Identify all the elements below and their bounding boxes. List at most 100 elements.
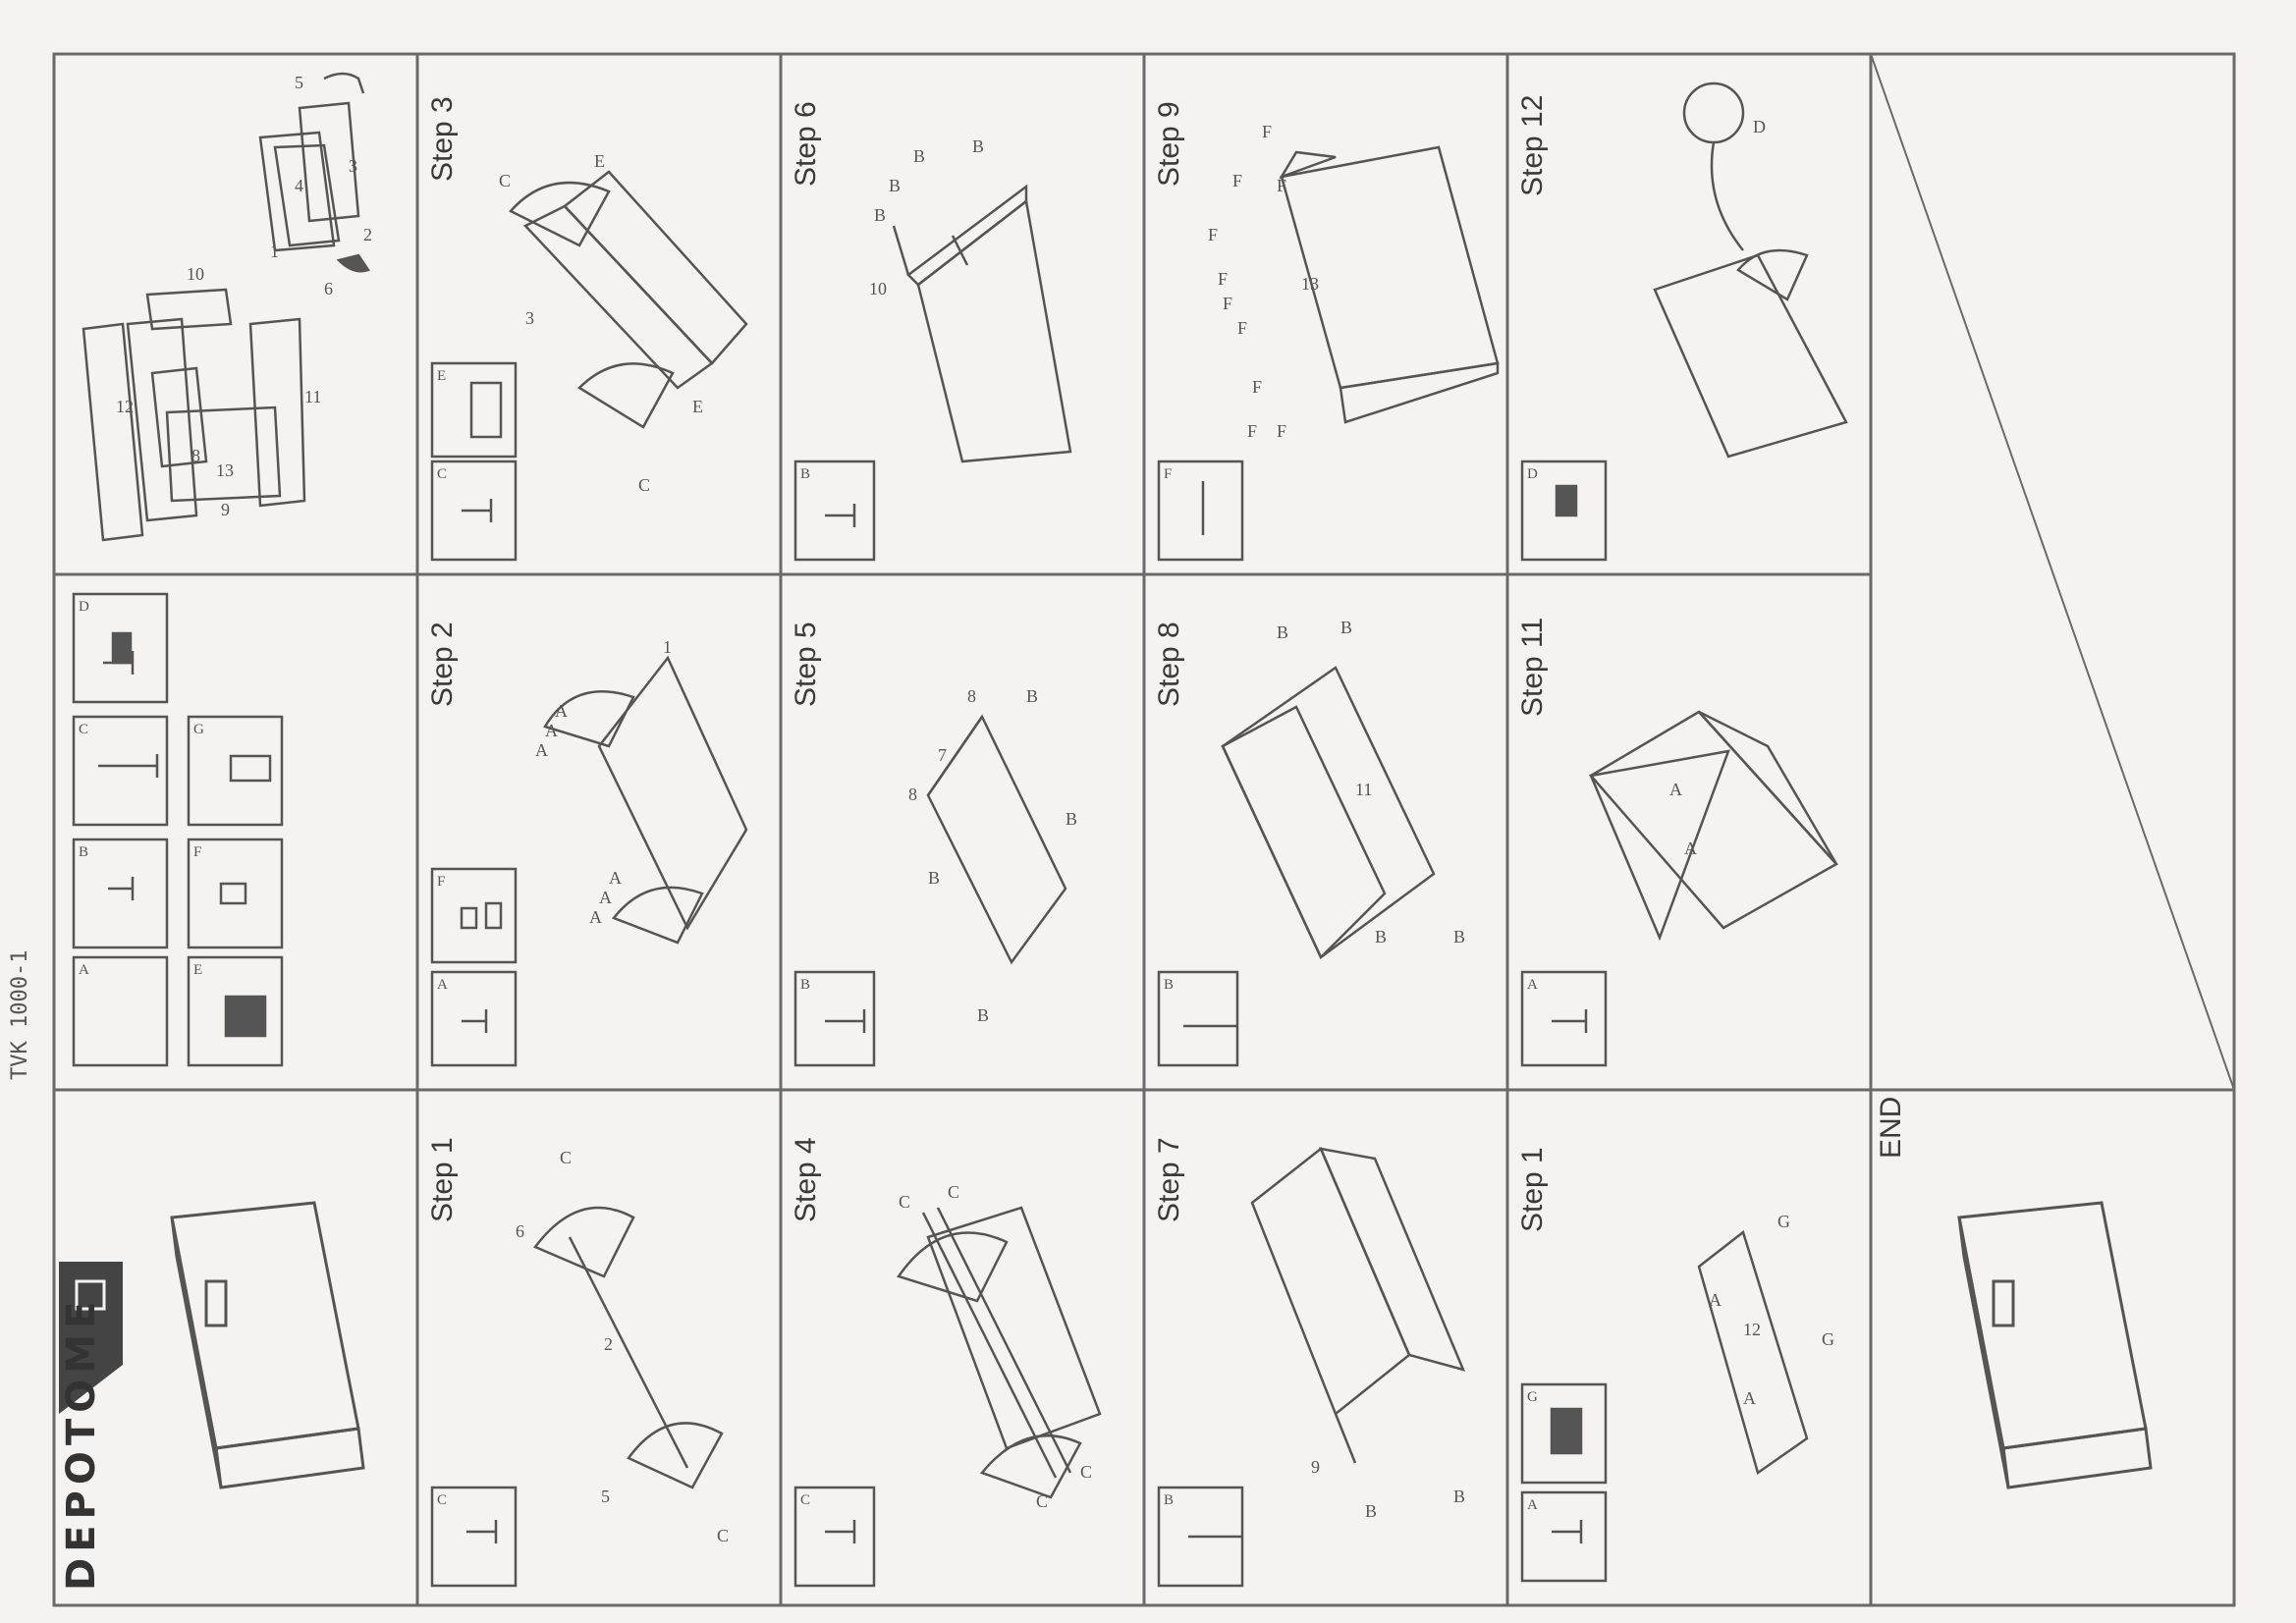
step-1-panel: Step 1 6 2 5 C C C — [426, 1137, 729, 1588]
step-2-fastener-A3: A — [555, 701, 568, 721]
step-9-fastener-F6: F — [1237, 318, 1247, 338]
step-7-title: Step 7 — [1153, 1137, 1185, 1222]
step-2-fastener-A6: A — [609, 868, 622, 888]
part-label-4: 4 — [295, 176, 303, 195]
step-8-fastener-B4: B — [1453, 927, 1465, 947]
legend-G: G — [193, 722, 204, 737]
step-10-fastener-A2: A — [1743, 1388, 1756, 1408]
part-label-10: 10 — [187, 264, 204, 284]
step-6-fastener-B1: B — [874, 205, 886, 225]
step-12-panel: Step 12 D D — [1516, 81, 1848, 562]
end-title: END — [1875, 1097, 1907, 1159]
step-8-panel: Step 8 B B B B 11 B — [1153, 618, 1465, 1067]
step-11-panel: Step 11 A A A — [1516, 618, 1838, 1067]
step-9-hw-F: F — [1164, 466, 1172, 482]
step-5-part-8b: 8 — [967, 686, 976, 706]
legend-F: F — [193, 844, 201, 860]
step-8-title: Step 8 — [1153, 622, 1185, 707]
step-7-hw-B: B — [1164, 1492, 1174, 1508]
step-10-fastener-G1: G — [1777, 1212, 1790, 1231]
step-2-title: Step 2 — [426, 622, 459, 707]
step-6-fastener-B2: B — [889, 176, 901, 195]
step-4-title: Step 4 — [790, 1137, 822, 1222]
step-2-fastener-A1: A — [535, 740, 548, 760]
step-2-hw-A: A — [437, 977, 448, 993]
step-7-fastener-B2: B — [1453, 1487, 1465, 1506]
step-9-title: Step 9 — [1153, 101, 1185, 187]
hardware-legend-labels: D C B A G F E — [79, 599, 204, 978]
step-2-fastener-A4: A — [589, 907, 602, 927]
step-9-fastener-F3: F — [1208, 225, 1218, 244]
step-6-panel: Step 6 B B B B 10 B — [790, 101, 1072, 562]
brand-name: DEPOTOME — [59, 1295, 104, 1591]
step-6-fastener-B3: B — [913, 146, 925, 166]
step-1-part-5: 5 — [601, 1487, 610, 1506]
step-10-part-12: 12 — [1743, 1320, 1761, 1339]
step-9-fastener-F7: F — [1252, 377, 1262, 397]
step-9-part-13: 13 — [1301, 274, 1319, 294]
step-3-hw-E: E — [437, 368, 446, 384]
step-5-part-8a: 8 — [908, 784, 917, 804]
step-1-hw-C: C — [437, 1492, 447, 1508]
cover-box-illustration — [170, 1201, 365, 1489]
step-3-panel: Step 3 C E 3 C E C E — [426, 96, 748, 562]
step-1-title: Step 1 — [426, 1137, 459, 1222]
blank-diagonal — [1870, 53, 2235, 1091]
step-5-fastener-B2: B — [977, 1005, 989, 1025]
end-panel: END — [1875, 1097, 2153, 1489]
step-11-hw-A: A — [1527, 977, 1538, 993]
exploded-part-labels: 12 8 13 9 10 11 1 4 3 5 2 6 — [116, 73, 372, 519]
part-label-9: 9 — [221, 500, 230, 519]
step-8-part-11: 11 — [1355, 780, 1372, 799]
step-7-part-9: 9 — [1311, 1457, 1320, 1477]
step-3-fastener-E: E — [594, 151, 605, 171]
step-8-fastener-B3: B — [1375, 927, 1387, 947]
step-3-title: Step 3 — [426, 96, 459, 182]
step-2-part-1: 1 — [663, 637, 672, 657]
step-5-fastener-B1: B — [928, 868, 940, 888]
brand-logo — [59, 1262, 123, 1414]
part-label-11: 11 — [304, 387, 321, 406]
step-3-fastener-E2: E — [692, 397, 703, 416]
step-5-title: Step 5 — [790, 622, 822, 707]
step-9-fastener-F1: F — [1262, 122, 1272, 141]
step-9-panel: Step 9 F F F F F F F F F F 13 F — [1153, 101, 1500, 562]
step-11-title: Step 11 — [1516, 618, 1549, 717]
step-1-part-2: 2 — [604, 1334, 613, 1354]
legend-B: B — [79, 844, 88, 860]
step-11-fastener-A1: A — [1669, 780, 1682, 799]
step-5-hw-B: B — [800, 977, 810, 993]
step-9-fastener-F8: F — [1277, 421, 1286, 441]
step-5-fastener-B3: B — [1026, 686, 1038, 706]
hardware-legend — [72, 592, 284, 1067]
step-2-fastener-A2: A — [545, 721, 558, 740]
part-label-5: 5 — [295, 73, 303, 92]
step-9-fastener-F5: F — [1223, 294, 1232, 313]
step-4-panel: Step 4 C C C C C — [790, 1137, 1102, 1588]
step-3-fastener-C2: C — [638, 475, 650, 495]
legend-D: D — [79, 599, 89, 615]
step-1-part-6: 6 — [516, 1221, 524, 1241]
step-10-hw-G: G — [1527, 1389, 1538, 1405]
part-label-1: 1 — [270, 242, 279, 261]
step-9-fastener-F10: F — [1277, 176, 1286, 195]
step-3-part-3: 3 — [525, 308, 534, 328]
step-4-fastener-C4: C — [1080, 1462, 1092, 1482]
step-9-fastener-F2: F — [1232, 171, 1242, 190]
step-8-hw-B: B — [1164, 977, 1174, 993]
step-1-fastener-C2: C — [717, 1526, 729, 1545]
handwritten-code: TVK 1000-1 — [8, 949, 32, 1080]
step-1-fastener-C1: C — [560, 1148, 572, 1167]
legend-A: A — [79, 962, 89, 978]
step-6-hw-B: B — [800, 466, 810, 482]
step-5-fastener-B4: B — [1066, 809, 1077, 829]
step-3-hw-C: C — [437, 466, 447, 482]
step-10-panel: Step 1 A A G G 12 A G — [1516, 1147, 1834, 1583]
step-11-fastener-A2: A — [1684, 839, 1697, 858]
step-4-fastener-C3: C — [1036, 1491, 1048, 1511]
step-5-part-7: 7 — [938, 745, 947, 765]
step-2-fastener-A5: A — [599, 888, 612, 907]
step-4-hw-C: C — [800, 1492, 810, 1508]
part-label-13: 13 — [216, 460, 234, 480]
part-label-6: 6 — [324, 279, 333, 298]
